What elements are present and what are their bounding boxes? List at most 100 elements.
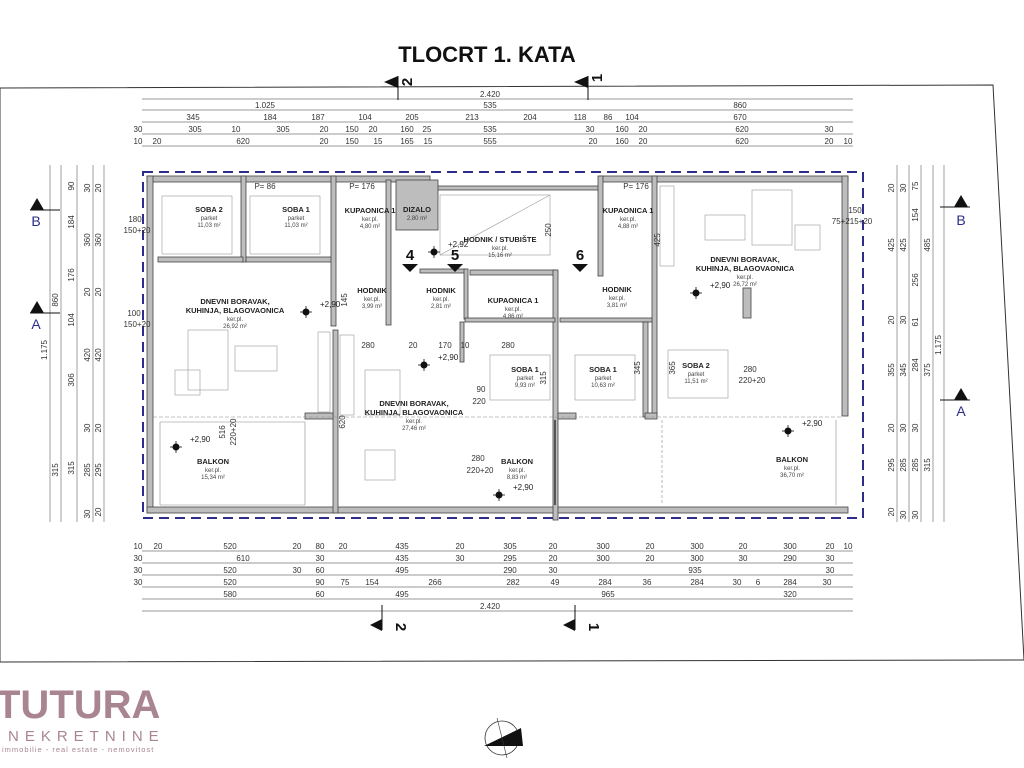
dim-bottom-0-14: 300 — [783, 542, 797, 551]
dim-top-3-14: 30 — [825, 125, 834, 134]
room-floor-4: ker.pl. — [492, 246, 508, 252]
room-floor-17: ker.pl. — [509, 468, 525, 474]
dim-bottom-1-5: 295 — [503, 554, 517, 563]
dim-bottom-1-12: 30 — [826, 554, 835, 563]
dim-top-0-0: 2.420 — [480, 90, 501, 99]
room-floor-1: parket — [288, 216, 305, 222]
dim-top-3-2: 10 — [232, 125, 241, 134]
room-name-12: KUHINJA, BLAGOVAONICA — [365, 408, 464, 417]
dim-bottom-2-1: 520 — [223, 566, 237, 575]
dim-left-1-1: 315 — [51, 463, 60, 477]
dim-bottom-2-8: 30 — [826, 566, 835, 575]
stair-marker-label-0: 4 — [406, 247, 415, 264]
dim-right-3-0: 485 — [923, 238, 932, 252]
room-name-17: BALKON — [501, 457, 533, 466]
room-area-18: 36,70 m² — [780, 473, 804, 479]
room-name-13: SOBA 1 — [511, 365, 539, 374]
room-area-2: 4,80 m² — [360, 224, 380, 230]
dim-bottom-3-2: 90 — [316, 578, 325, 587]
dim-interior-6: 280 — [361, 341, 375, 350]
dim-interior-16: 220+20 — [229, 418, 238, 445]
elevation-label-3: +2,90 — [190, 435, 211, 444]
balcony-lines — [153, 416, 842, 506]
cut-label-right-b: B — [956, 212, 965, 228]
dim-left-3-1: 360 — [83, 233, 92, 247]
dim-top-3-7: 160 — [400, 125, 414, 134]
dim-top-4-3: 20 — [320, 137, 329, 146]
dim-top-4-8: 555 — [483, 137, 497, 146]
room-name-14: SOBA 1 — [589, 365, 617, 374]
elevation-marks: +2,90+2,92+2,90+2,90+2,90+2,90+2,90 — [170, 240, 823, 501]
dim-top-4-2: 620 — [236, 137, 250, 146]
section-marker-top-2: 2 — [399, 78, 416, 86]
dim-interior-9: 10 — [461, 341, 470, 350]
dim-top-4-11: 20 — [639, 137, 648, 146]
room-area-10: 4,86 m² — [503, 314, 523, 320]
room-name-7: KUHINJA, BLAGOVAONICA — [186, 306, 285, 315]
dim-bottom-2-2: 30 — [293, 566, 302, 575]
elevation-label-5: +2,90 — [710, 281, 731, 290]
dim-bottom-1-10: 30 — [739, 554, 748, 563]
dim-bottom-3-12: 6 — [756, 578, 761, 587]
dim-top-2-4: 205 — [405, 113, 419, 122]
dim-bottom-0-8: 305 — [503, 542, 517, 551]
dim-top-1-0: 1.025 — [255, 101, 276, 110]
room-area-15: 11,51 m² — [684, 379, 707, 385]
dim-interior-14: 220+20 — [467, 466, 494, 475]
elevation-label-2: +2,90 — [438, 353, 459, 362]
dim-top-2-7: 118 — [574, 113, 587, 122]
dim-top-3-9: 535 — [483, 125, 497, 134]
room-area-14: 10,63 m² — [591, 383, 615, 389]
dimension-lines — [49, 98, 945, 612]
dim-bottom-3-11: 30 — [733, 578, 742, 587]
dim-top-4-1: 20 — [153, 137, 162, 146]
dim-top-4-7: 15 — [424, 137, 433, 146]
room-floor-14: parket — [595, 376, 612, 382]
dim-bottom-3-3: 75 — [341, 578, 350, 587]
elevation-point-icon — [782, 425, 794, 437]
room-floor-11: ker.pl. — [609, 296, 625, 302]
dim-left-4-5: 295 — [94, 463, 103, 477]
room-floor-9: ker.pl. — [433, 297, 449, 303]
dim-right-1-6: 30 — [899, 510, 908, 519]
dim-top-2-2: 187 — [311, 113, 325, 122]
elevation-label-4: +2,90 — [513, 483, 534, 492]
dim-bottom-5-0: 2.420 — [480, 602, 501, 611]
dim-interior-20: P= 176 — [349, 182, 375, 191]
room-name-18: BALKON — [776, 455, 808, 464]
dim-left-2-2: 176 — [67, 268, 76, 282]
dim-top-2-5: 213 — [465, 113, 479, 122]
dim-interior-19: P= 86 — [254, 182, 276, 191]
dim-bottom-3-9: 36 — [643, 578, 652, 587]
dim-top-2-1: 184 — [263, 113, 277, 122]
logo-sub: NEKRETNINE — [8, 728, 165, 745]
dim-left-2-5: 315 — [67, 461, 76, 475]
dim-top-2-10: 670 — [733, 113, 747, 122]
dim-bottom-0-5: 20 — [339, 542, 348, 551]
dim-bottom-4-1: 60 — [316, 590, 325, 599]
dim-left-3-6: 30 — [83, 509, 92, 518]
elevation-label-6: +2,90 — [802, 419, 823, 428]
north-arrow-icon — [484, 717, 523, 759]
room-area-9: 2,81 m² — [431, 304, 451, 310]
dim-top-3-10: 30 — [586, 125, 595, 134]
dim-bottom-1-9: 300 — [690, 554, 704, 563]
dim-right-1-2: 30 — [899, 315, 908, 324]
dim-bottom-0-12: 300 — [690, 542, 704, 551]
dim-left-4-6: 20 — [94, 507, 103, 516]
room-area-0: 11,03 m² — [197, 223, 220, 229]
dim-bottom-0-10: 300 — [596, 542, 610, 551]
dim-top-1-2: 860 — [733, 101, 747, 110]
room-floor-0: parket — [201, 216, 218, 222]
dim-interior-7: 20 — [409, 341, 418, 350]
dim-interior-3: 150+20 — [124, 320, 151, 329]
dim-top-3-13: 620 — [735, 125, 749, 134]
dim-top-2-0: 345 — [186, 113, 200, 122]
arrow-down-icon — [402, 264, 418, 272]
dim-bottom-3-13: 284 — [783, 578, 797, 587]
section-marker-bottom-2: 2 — [392, 623, 409, 631]
room-name-11: HODNIK — [602, 285, 632, 294]
room-name-4: HODNIK / STUBIŠTE — [464, 235, 537, 244]
